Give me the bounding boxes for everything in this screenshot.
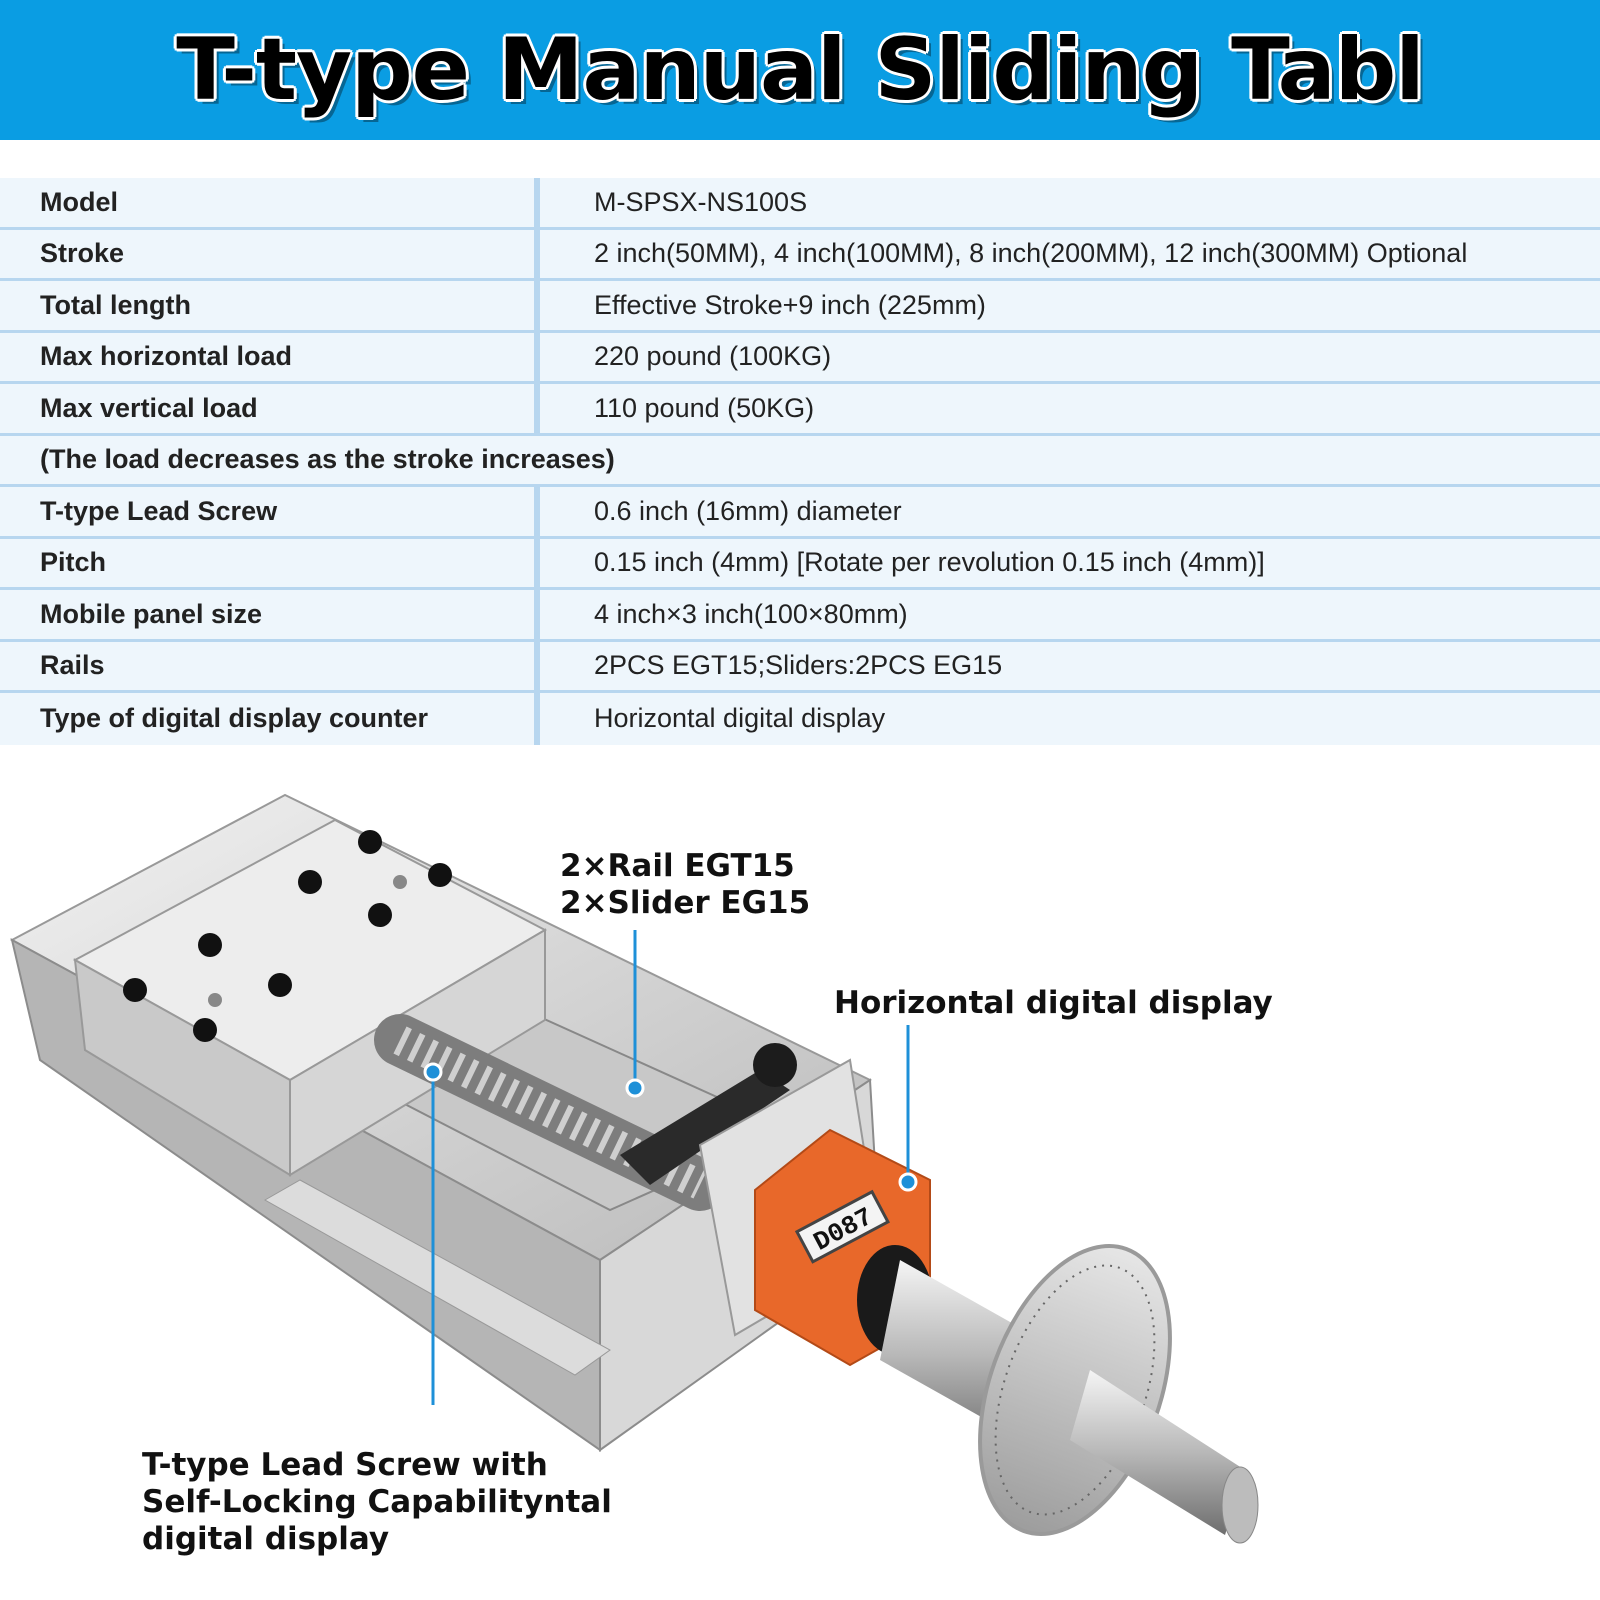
rail-callout-line1: 2×Rail EGT15 [560, 848, 795, 884]
spec-value: 220 pound (100KG) [594, 341, 832, 372]
scale-strip [263, 1179, 611, 1376]
spec-row-counter-type: Type of digital display counter Horizonta… [0, 693, 1600, 745]
page-title: T-type Manual Sliding Tabl [176, 20, 1425, 120]
spec-row-rails: Rails 2PCS EGT15;Sliders:2PCS EG15 [0, 641, 1600, 693]
spec-value: 110 pound (50KG) [594, 392, 815, 423]
screw-callout-line2: Self-Locking Capabilityntal [142, 1484, 612, 1520]
spec-value: 2PCS EGT15;Sliders:2PCS EG15 [594, 650, 1003, 681]
display-callout-text: Horizontal digital display [834, 985, 1273, 1021]
sliding-table-illustration: D087 [9, 793, 1259, 1544]
display-callout: Horizontal digital display [834, 985, 1273, 1022]
spec-row-load-note: (The load decreases as the stroke increa… [0, 435, 1600, 487]
screw-callout-line1: T-type Lead Screw with [142, 1447, 548, 1483]
spec-label: Mobile panel size [0, 590, 540, 639]
spec-row-model: Model M-SPSX-NS100S [0, 178, 1600, 230]
spec-value: 4 inch×3 inch(100×80mm) [594, 598, 908, 629]
spec-row-max-vertical-load: Max vertical load 110 pound (50KG) [0, 384, 1600, 436]
spec-row-lead-screw: T-type Lead Screw 0.6 inch (16mm) diamete… [0, 487, 1600, 539]
spec-label: Max vertical load [0, 384, 540, 433]
spec-value: Effective Stroke+9 inch (225mm) [594, 289, 986, 320]
screw-callout: T-type Lead Screw with Self-Locking Capa… [142, 1447, 612, 1558]
carriage-plate [72, 818, 548, 1177]
spec-value: 0.6 inch (16mm) diameter [594, 495, 902, 526]
rail-pointer-dot [625, 1078, 645, 1098]
spec-label: Type of digital display counter [0, 693, 540, 745]
spec-value: M-SPSX-NS100S [594, 186, 808, 217]
spec-table: Model M-SPSX-NS100S Stroke 2 inch(50MM), 4… [0, 178, 1600, 745]
screw-callout-line3: digital display [142, 1521, 390, 1557]
spec-note: (The load decreases as the stroke increa… [40, 444, 615, 475]
handwheel-assembly [857, 1244, 1259, 1544]
spec-row-total-length: Total length Effective Stroke+9 inch (225… [0, 281, 1600, 333]
spec-label: T-type Lead Screw [0, 487, 540, 536]
spec-label: Model [0, 178, 540, 227]
lock-lever [620, 1043, 797, 1185]
spec-row-stroke: Stroke 2 inch(50MM), 4 inch(100MM), 8 inc… [0, 229, 1600, 281]
spec-value: Horizontal digital display [594, 703, 886, 734]
spec-label: Total length [0, 281, 540, 330]
rail-callout: 2×Rail EGT15 2×Slider EG15 [560, 848, 810, 922]
display-pointer-dot [898, 1172, 918, 1192]
spec-label: Pitch [0, 538, 540, 587]
rail-callout-line2: 2×Slider EG15 [560, 885, 811, 921]
screw-pointer-dot [423, 1062, 443, 1082]
spec-value: 0.15 inch (4mm) [Rotate per revolution 0… [594, 547, 1265, 578]
spec-row-pitch: Pitch 0.15 inch (4mm) [Rotate per revolut… [0, 538, 1600, 590]
spec-label: Stroke [0, 229, 540, 278]
spec-label: Rails [0, 641, 540, 690]
spec-label: Max horizontal load [0, 332, 540, 381]
title-banner: T-type Manual Sliding Tabl [0, 0, 1600, 140]
spec-row-panel-size: Mobile panel size 4 inch×3 inch(100×80mm) [0, 590, 1600, 642]
spec-row-max-horizontal-load: Max horizontal load 220 pound (100KG) [0, 332, 1600, 384]
spec-value: 2 inch(50MM), 4 inch(100MM), 8 inch(200M… [594, 238, 1468, 269]
